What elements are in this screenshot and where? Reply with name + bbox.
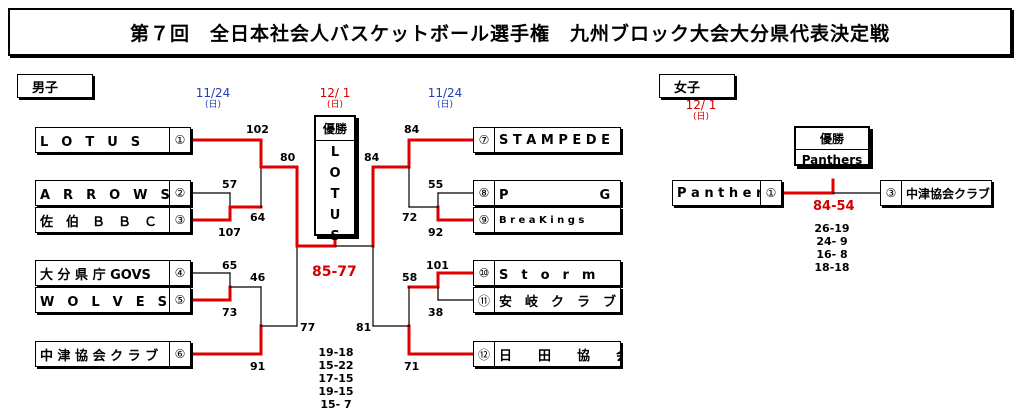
women-champion-name: Panthers: [801, 153, 863, 167]
date-women: 12/ 1(日): [685, 98, 717, 123]
score-91: 91: [250, 360, 266, 373]
score-57: 57: [222, 178, 238, 191]
women-champion-box: 優勝 Panthers: [794, 126, 870, 167]
score-58: 58: [402, 271, 418, 284]
date-right: 11/24(日): [427, 86, 463, 111]
champion-char: L: [330, 145, 340, 160]
men-final-score: 85-77: [312, 264, 357, 280]
men-set-scores: 19-18 15-22 17-15 19-15 15- 7: [318, 346, 354, 411]
men-champion-name: L O T U S: [316, 141, 354, 247]
date-center: 12/ 1(日): [319, 86, 351, 111]
score-81: 81: [356, 321, 372, 334]
men-champion-box: 優勝 L O T U S: [314, 115, 356, 244]
score-80: 80: [280, 151, 296, 164]
champion-char: S: [330, 229, 340, 244]
men-section-label: 男子: [17, 74, 93, 98]
score-72: 72: [402, 211, 418, 224]
women-team-1: P a n t h e r s①: [672, 180, 782, 206]
score-84-top: 84: [404, 123, 420, 136]
score-46: 46: [250, 271, 266, 284]
men-champion-label: 優勝: [316, 117, 354, 141]
women-section-label: 女子: [659, 74, 735, 98]
women-set-scores: 26-19 24- 9 16- 8 18-18: [814, 222, 850, 274]
score-77: 77: [300, 321, 316, 334]
score-65: 65: [222, 259, 238, 272]
score-38: 38: [428, 306, 444, 319]
women-champion-label: 優勝: [796, 128, 868, 150]
score-84-semi: 84: [364, 151, 380, 164]
score-92: 92: [428, 226, 444, 239]
champion-char: O: [329, 166, 341, 181]
page-title: 第７回 全日本社会人バスケットボール選手権 九州ブロック大会大分県代表決定戦: [8, 8, 1012, 56]
score-64: 64: [250, 211, 266, 224]
score-101: 101: [426, 259, 449, 272]
women-final-score: 84-54: [813, 199, 855, 214]
date-left: 11/24(日): [195, 86, 231, 111]
champion-char: T: [330, 187, 340, 202]
score-71: 71: [404, 360, 420, 373]
score-73: 73: [222, 306, 238, 319]
score-102: 102: [246, 123, 269, 136]
score-55: 55: [428, 178, 444, 191]
champion-char: U: [329, 208, 341, 223]
score-107: 107: [218, 226, 241, 239]
